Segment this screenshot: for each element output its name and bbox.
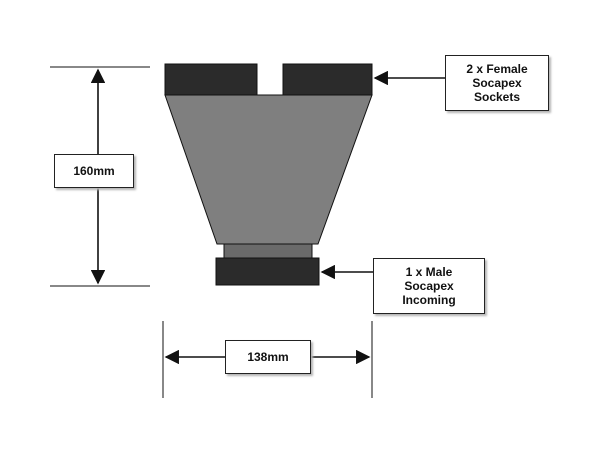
male-socket [215,257,320,286]
height-dimension-label: 160mm [54,154,134,188]
male-callout-line-2: Socapex [404,279,454,293]
width-dimension-label: 138mm [225,340,311,374]
female-callout-line-3: Sockets [473,90,521,104]
male-incoming-callout: 1 x Male Socapex Incoming [373,258,485,314]
female-callout-line-1: 2 x Female [466,62,528,76]
adapter-neck [223,243,313,259]
adapter-body [164,94,373,245]
width-dimension-text: 138mm [247,350,289,364]
male-callout-line-1: 1 x Male [405,265,453,279]
female-callout-line-2: Socapex [472,76,522,90]
male-callout-line-3: Incoming [402,293,456,307]
female-sockets-callout: 2 x Female Socapex Sockets [445,55,549,111]
female-socket-left [164,63,258,96]
height-dimension-text: 160mm [73,164,115,178]
female-socket-right [282,63,373,96]
